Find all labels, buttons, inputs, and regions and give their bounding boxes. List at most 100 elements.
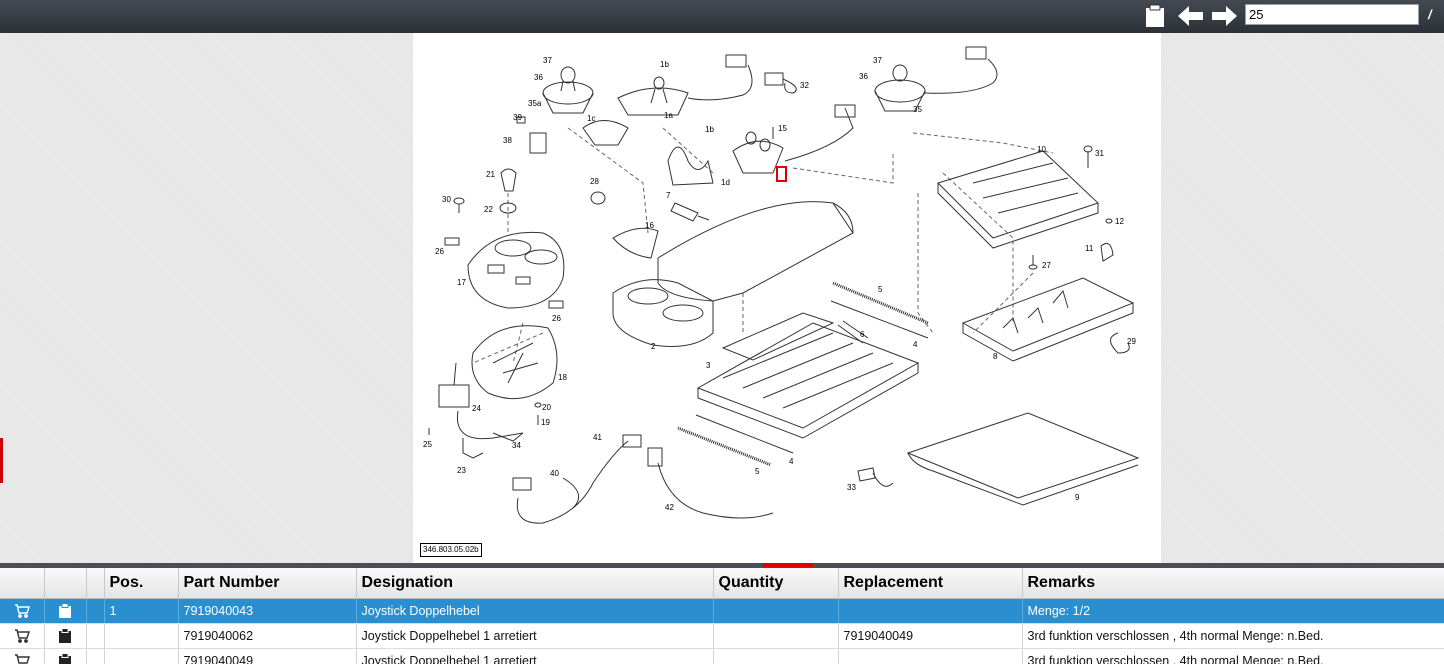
svg-text:36: 36: [859, 72, 868, 81]
svg-text:1d: 1d: [721, 178, 730, 187]
svg-text:33: 33: [847, 483, 856, 492]
svg-text:41: 41: [593, 433, 602, 442]
column-header-remarks[interactable]: Remarks: [1022, 568, 1444, 599]
knob-21: [500, 168, 517, 192]
svg-text:21: 21: [486, 170, 495, 179]
add-to-list-button[interactable]: [44, 623, 87, 649]
replacement-cell[interactable]: [838, 648, 1023, 664]
remarks-cell: 3rd funktion verschlossen , 4th normal M…: [1022, 623, 1444, 649]
svg-text:40: 40: [550, 469, 559, 478]
svg-text:25: 25: [423, 440, 432, 449]
svg-text:29: 29: [1127, 337, 1136, 346]
page-number-input[interactable]: [1245, 4, 1419, 25]
table-row[interactable]: 7919040049 Joystick Doppelhebel 1 arreti…: [0, 648, 1444, 664]
svg-text:1c: 1c: [587, 114, 595, 123]
column-header-quantity[interactable]: Quantity: [713, 568, 839, 599]
svg-text:3: 3: [706, 361, 711, 370]
cart-icon: [14, 653, 30, 664]
svg-text:5: 5: [878, 285, 883, 294]
cover-1c: [582, 120, 629, 146]
svg-text:26: 26: [552, 314, 561, 323]
svg-text:30: 30: [442, 195, 451, 204]
selected-part-hotspot[interactable]: [776, 166, 787, 182]
svg-text:35: 35: [913, 105, 922, 114]
column-header-clipboard: [44, 568, 87, 599]
wiring-harness: [512, 434, 774, 524]
quantity-cell: [713, 623, 839, 649]
svg-text:4: 4: [789, 457, 794, 466]
svg-text:34: 34: [512, 441, 521, 450]
cart-icon: [14, 603, 30, 618]
add-to-cart-button[interactable]: [0, 623, 45, 649]
spacer-cell: [86, 598, 105, 624]
base-tray-3: [696, 312, 920, 439]
column-header-replacement[interactable]: Replacement: [838, 568, 1023, 599]
svg-text:38: 38: [503, 136, 512, 145]
add-to-list-button[interactable]: [44, 648, 87, 664]
cap-26: [444, 237, 460, 246]
svg-text:4: 4: [913, 340, 918, 349]
pos-cell: [104, 648, 179, 664]
clipboard-icon: [58, 628, 72, 644]
housing-17: [467, 231, 565, 309]
spacer-cell: [86, 623, 105, 649]
bracket-plate-8: [961, 277, 1135, 362]
designation-cell: Joystick Doppelhebel 1 arretiert: [356, 623, 714, 649]
arrow-left-icon[interactable]: [1177, 4, 1205, 28]
table-header-row: Pos. Part Number Designation Quantity Re…: [0, 568, 1444, 599]
parts-table: Pos. Part Number Designation Quantity Re…: [0, 568, 1444, 664]
svg-text:28: 28: [590, 177, 599, 186]
svg-text:37: 37: [873, 56, 882, 65]
svg-text:11: 11: [1085, 244, 1094, 253]
svg-text:18: 18: [558, 373, 567, 382]
part-number-cell[interactable]: 7919040043: [178, 598, 357, 624]
remarks-cell: 3rd funktion verschlossen , 4th normal M…: [1022, 648, 1444, 664]
joystick-left: [542, 66, 594, 114]
quantity-cell: [713, 648, 839, 664]
table-row[interactable]: 1 7919040043 Joystick Doppelhebel Menge:…: [0, 598, 1444, 624]
svg-text:5: 5: [755, 467, 760, 476]
add-to-cart-button[interactable]: [0, 598, 45, 624]
cart-icon: [14, 628, 30, 643]
double-lever-1a: [617, 54, 753, 116]
column-header-part-number[interactable]: Part Number: [178, 568, 357, 599]
pos-cell: 1: [104, 598, 179, 624]
drawing-number-label: 346.803.05.02b: [420, 543, 482, 557]
svg-text:23: 23: [457, 466, 466, 475]
add-to-list-button[interactable]: [44, 598, 87, 624]
svg-text:35a: 35a: [528, 99, 542, 108]
svg-text:37: 37: [543, 56, 552, 65]
top-toolbar: /: [0, 0, 1444, 33]
lever-unit-24: [438, 384, 470, 408]
table-row[interactable]: 7919040062 Joystick Doppelhebel 1 arreti…: [0, 623, 1444, 649]
remarks-cell: Menge: 1/2: [1022, 598, 1444, 624]
part-number-cell[interactable]: 7919040049: [178, 648, 357, 664]
clipboard-icon: [58, 603, 72, 619]
add-to-cart-button[interactable]: [0, 648, 45, 664]
clip-29: [1110, 332, 1130, 354]
clamp-11: [1100, 243, 1114, 262]
svg-text:36: 36: [534, 73, 543, 82]
left-edge-marker: [0, 438, 3, 483]
svg-text:42: 42: [665, 503, 674, 512]
svg-text:20: 20: [542, 403, 551, 412]
replacement-cell[interactable]: 7919040049: [838, 623, 1023, 649]
svg-text:15: 15: [778, 124, 787, 133]
svg-text:26: 26: [435, 247, 444, 256]
clipboard-icon[interactable]: [1143, 4, 1167, 28]
svg-text:6: 6: [860, 330, 865, 339]
panel-resize-handle[interactable]: [763, 563, 813, 567]
svg-text:27: 27: [1042, 261, 1051, 270]
switch-38: [529, 132, 547, 154]
svg-text:10: 10: [1037, 145, 1046, 154]
svg-text:1a: 1a: [664, 111, 673, 120]
replacement-cell[interactable]: [838, 598, 1023, 624]
column-header-pos[interactable]: Pos.: [104, 568, 179, 599]
designation-cell: Joystick Doppelhebel 1 arretiert: [356, 648, 714, 664]
part-number-cell[interactable]: 7919040062: [178, 623, 357, 649]
column-header-designation[interactable]: Designation: [356, 568, 714, 599]
arrow-right-icon[interactable]: [1210, 4, 1238, 28]
svg-text:39: 39: [513, 113, 522, 122]
